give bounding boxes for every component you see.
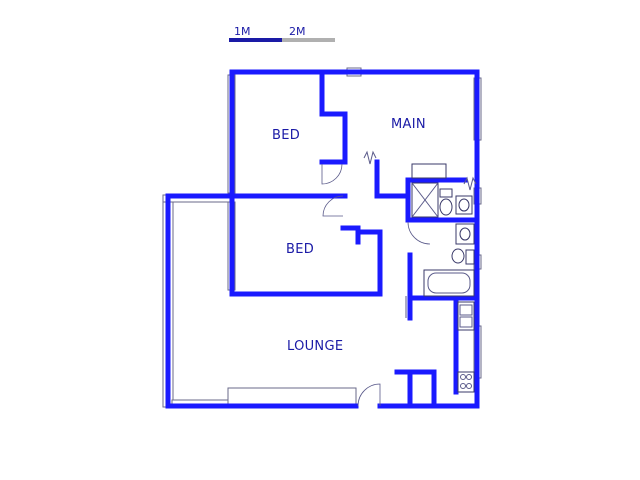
door-ensuite-folding <box>463 176 477 191</box>
walls <box>165 69 480 409</box>
windows <box>162 67 482 409</box>
scale-bar: 1M 2M <box>229 25 335 42</box>
doors <box>321 150 477 407</box>
kitchen-sink-bowl-b <box>459 316 473 328</box>
door-bath <box>407 221 431 245</box>
ensuite-toilet-bowl <box>439 198 453 216</box>
kitchen-sink-bowl-a <box>459 304 473 316</box>
door-bed2 <box>322 195 344 217</box>
stove <box>457 371 475 393</box>
scale-label-1m: 1M <box>234 25 251 38</box>
stove-burner-2 <box>466 374 472 380</box>
bathtub-inner <box>427 272 471 294</box>
room-label-lounge: LOUNGE <box>287 339 343 354</box>
main-cupboard <box>411 163 447 179</box>
room-label-main: MAIN <box>391 117 426 132</box>
room-label-bed-2: BED <box>286 242 314 257</box>
door-entry <box>357 383 381 407</box>
window-lounge-south-bay <box>227 387 357 407</box>
bath-toilet-cistern <box>465 249 475 265</box>
door-bed1 <box>321 163 343 185</box>
scale-label-2m: 2M <box>289 25 306 38</box>
door-main-folding <box>363 150 377 165</box>
bath-basin-bowl <box>459 227 471 241</box>
room-labels: BED MAIN BED LOUNGE <box>272 117 426 354</box>
fixtures <box>411 163 475 393</box>
ensuite-toilet-cistern <box>439 188 453 198</box>
stove-burner-3 <box>460 383 466 389</box>
stove-burner-4 <box>466 383 472 389</box>
ensuite-basin-bowl <box>458 198 470 212</box>
stove-burner-1 <box>460 374 466 380</box>
bath-toilet-bowl <box>451 248 465 264</box>
kitchen-sink <box>457 301 475 331</box>
room-label-bed-1: BED <box>272 128 300 143</box>
shower-diagonal-b <box>411 182 439 218</box>
